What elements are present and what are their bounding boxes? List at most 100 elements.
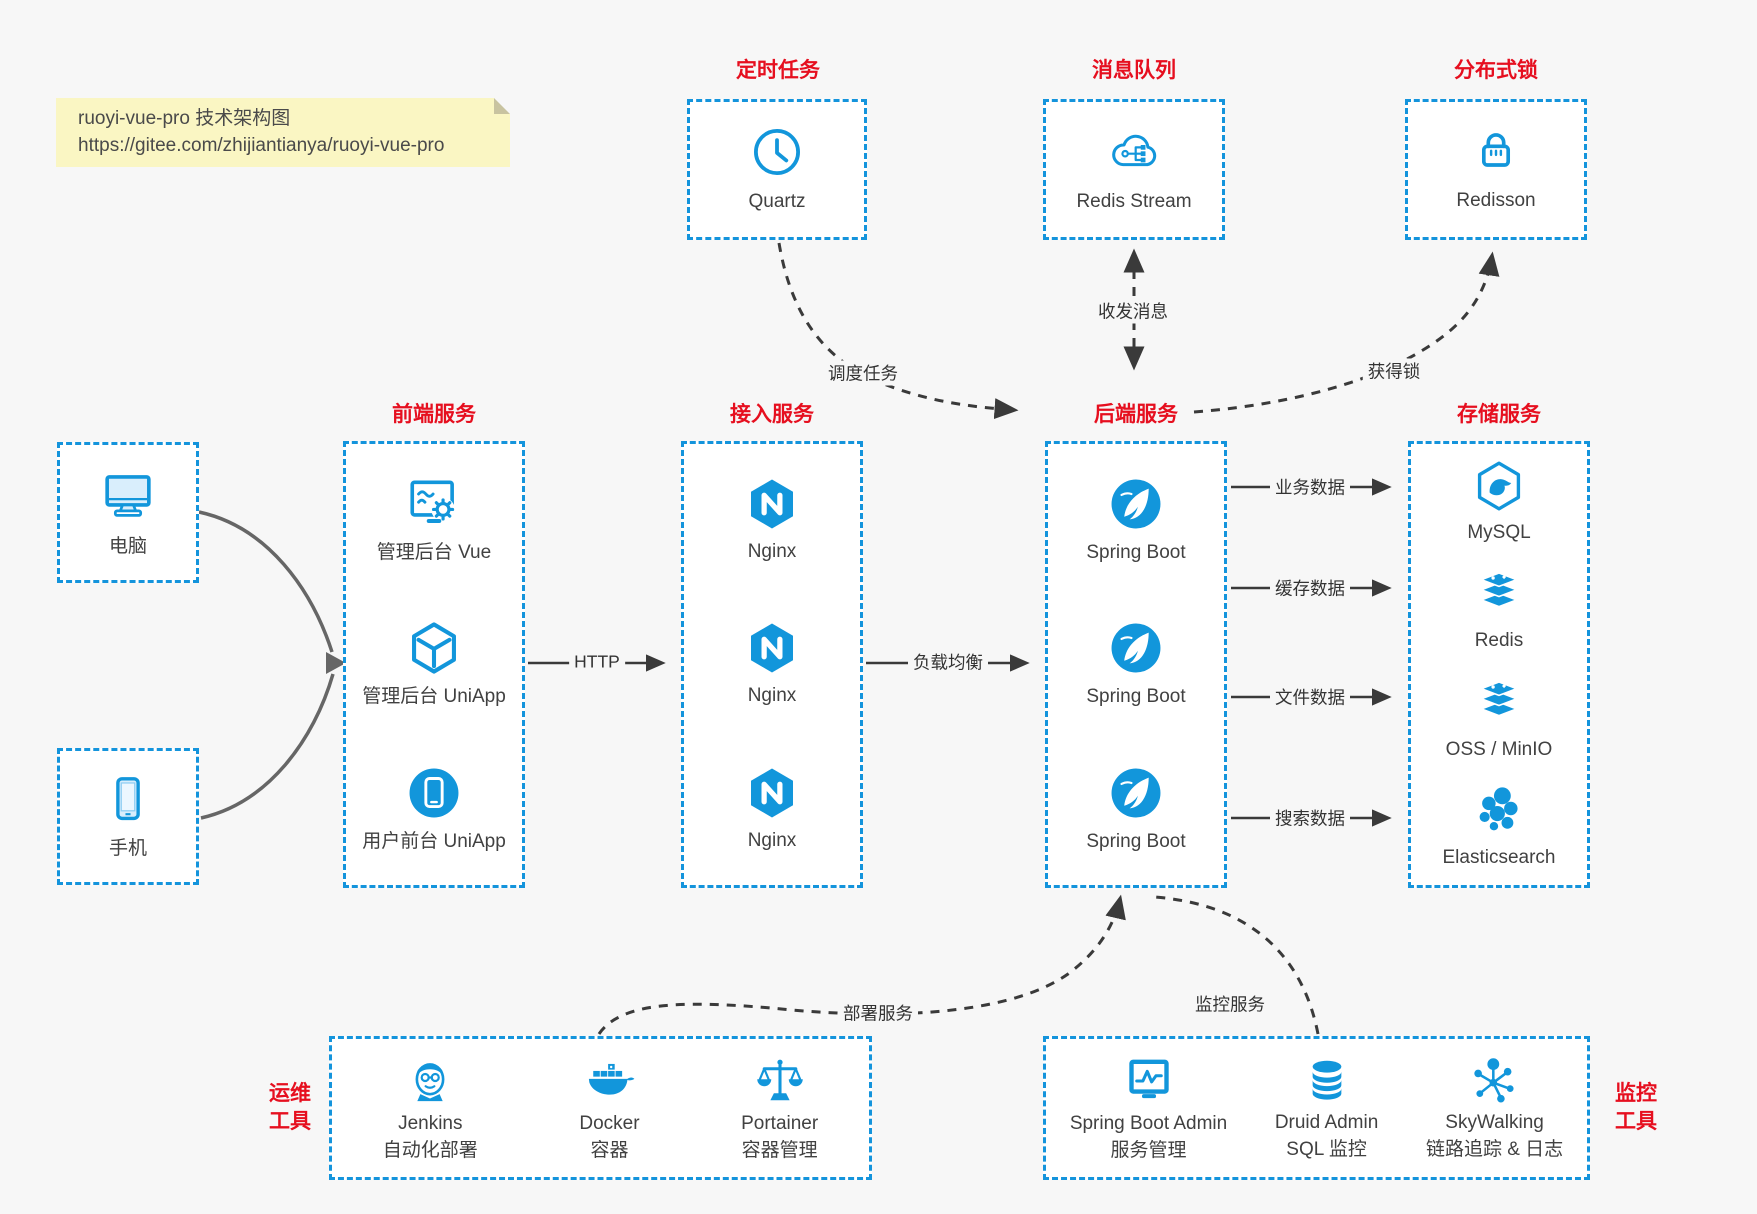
panel-backend: Spring Boot Spring Boot Spring Boot xyxy=(1045,441,1227,888)
item-desc: 容器 xyxy=(590,1140,629,1161)
nginx-icon xyxy=(751,623,793,673)
edge-acquire-lock xyxy=(1193,251,1500,414)
sba-icon xyxy=(1128,1059,1169,1099)
nginx-icon xyxy=(751,768,793,818)
edge-label-deploy: 部署服务 xyxy=(838,1000,918,1026)
item-label: MySQL xyxy=(1467,522,1531,544)
node-elasticsearch: Elasticsearch xyxy=(1443,784,1556,870)
note-title: ruoyi-vue-pro 技术架构图 xyxy=(78,108,291,129)
docker-icon xyxy=(589,1063,635,1095)
item-label: Spring Boot xyxy=(1086,542,1186,564)
edge-label-message: 收发消息 xyxy=(1093,298,1173,324)
node-user-uniapp: 用户前台 UniApp xyxy=(362,764,506,854)
item-label: 管理后台 Vue xyxy=(376,542,492,564)
group-title-monitoring: 监控 工具 xyxy=(1615,1082,1657,1133)
group-title-lock: 分布式锁 xyxy=(1454,59,1538,82)
item-name: Jenkins xyxy=(398,1113,463,1134)
user-app-icon xyxy=(409,768,459,818)
edge-monitor xyxy=(1153,895,1320,1035)
item-name: Druid Admin xyxy=(1274,1112,1379,1133)
item-label: Spring Boot xyxy=(1086,830,1186,852)
item-label: Spring Boot xyxy=(1086,686,1186,708)
panel-monitoring: Spring Boot Admin 服务管理 Druid Admin SQL 监… xyxy=(1043,1036,1590,1180)
lock-icon xyxy=(1481,133,1511,167)
spring-boot-icon xyxy=(1111,624,1161,673)
item-name: Portainer xyxy=(741,1113,819,1134)
node-spring-boot-admin: Spring Boot Admin 服务管理 xyxy=(1070,1053,1227,1163)
edge-label-file-data: 文件数据 xyxy=(1270,684,1350,710)
item-desc: 容器管理 xyxy=(741,1140,818,1161)
note-url: https://gitee.com/zhijiantianya/ruoyi-vu… xyxy=(78,135,445,156)
item-label: Redisson xyxy=(1456,190,1536,211)
edge-label-cache-data: 缓存数据 xyxy=(1270,575,1350,601)
spring-boot-icon xyxy=(1111,479,1161,529)
elasticsearch-icon xyxy=(1479,787,1518,831)
group-title-frontend: 前端服务 xyxy=(392,403,476,426)
node-mysql: MySQL xyxy=(1467,459,1531,545)
edge-phone-to-frontend xyxy=(200,673,335,820)
node-springboot-1: Spring Boot xyxy=(1086,475,1186,565)
item-name: SkyWalking xyxy=(1445,1112,1544,1133)
item-desc: 服务管理 xyxy=(1110,1140,1187,1161)
panel-storage: MySQL Redis OSS / MinIO xyxy=(1408,441,1590,888)
mysql-icon xyxy=(1477,461,1521,511)
node-admin-uniapp: 管理后台 UniApp xyxy=(362,619,506,709)
item-label: 用户前台 UniApp xyxy=(362,830,506,852)
panel-devops: Jenkins 自动化部署 Docker 容器 xyxy=(329,1036,872,1180)
panel-message-queue: Redis Stream xyxy=(1043,99,1225,240)
group-title-backend: 后端服务 xyxy=(1094,403,1178,426)
admin-vue-icon xyxy=(410,480,455,524)
item-desc: 自动化部署 xyxy=(382,1140,478,1161)
node-jenkins: Jenkins 自动化部署 xyxy=(383,1053,478,1163)
node-druid: Druid Admin SQL 监控 xyxy=(1274,1054,1379,1162)
edge-label-load-balance: 负载均衡 xyxy=(908,649,988,675)
panel-frontend: 管理后台 Vue 管理后台 UniApp 用户前台 UniApp xyxy=(343,441,525,888)
node-portainer: Portainer 容器管理 xyxy=(741,1053,818,1163)
panel-client-computer: 电脑 xyxy=(57,442,199,583)
smartphone-icon xyxy=(116,777,140,821)
item-label: 管理后台 UniApp xyxy=(362,686,506,708)
item-name: Spring Boot Admin xyxy=(1069,1113,1228,1134)
node-nginx-2: Nginx xyxy=(744,620,800,708)
edge-label-business-data: 业务数据 xyxy=(1270,474,1350,500)
node-springboot-2: Spring Boot xyxy=(1086,619,1186,709)
item-label: Nginx xyxy=(747,829,797,851)
node-skywalking: SkyWalking 链路追踪 & 日志 xyxy=(1426,1054,1563,1162)
uniapp-cube-icon xyxy=(412,622,456,675)
node-nginx-3: Nginx xyxy=(744,765,800,853)
group-title-storage: 存储服务 xyxy=(1457,403,1541,426)
node-nginx-1: Nginx xyxy=(744,476,800,564)
item-desc: SQL 监控 xyxy=(1286,1139,1367,1160)
edge-label-search-data: 搜索数据 xyxy=(1270,805,1350,831)
edge-label-http: HTTP xyxy=(569,651,625,673)
group-title-gateway: 接入服务 xyxy=(730,403,814,426)
cloud-stream-icon xyxy=(1112,134,1157,167)
edge-label-schedule: 调度任务 xyxy=(823,360,903,386)
druid-icon xyxy=(1312,1060,1341,1100)
item-label: Nginx xyxy=(747,685,797,707)
item-label: Quartz xyxy=(748,191,806,212)
jenkins-icon xyxy=(415,1063,445,1102)
clock-icon xyxy=(754,129,800,175)
item-desc: 链路追踪 & 日志 xyxy=(1425,1139,1564,1160)
edge-label-acquire-lock: 获得锁 xyxy=(1362,358,1426,384)
node-redis: Redis xyxy=(1472,567,1526,653)
node-oss-minio: OSS / MinIO xyxy=(1445,676,1553,762)
skywalking-icon xyxy=(1473,1058,1514,1103)
spring-boot-icon xyxy=(1111,768,1161,818)
sticky-note: ruoyi-vue-pro 技术架构图 https://gitee.com/zh… xyxy=(56,98,510,167)
nginx-icon xyxy=(751,479,793,529)
item-label: 手机 xyxy=(108,838,147,859)
oss-minio-icon xyxy=(1478,680,1520,717)
redis-icon xyxy=(1478,572,1520,608)
portainer-icon xyxy=(756,1059,803,1101)
group-title-devops: 运维 工具 xyxy=(269,1082,311,1133)
node-springboot-3: Spring Boot xyxy=(1086,764,1186,854)
panel-gateway: Nginx Nginx Nginx xyxy=(681,441,863,888)
item-label: OSS / MinIO xyxy=(1445,738,1553,760)
item-label: Redis xyxy=(1474,630,1524,652)
arrowhead-frontend xyxy=(326,652,346,674)
node-admin-vue: 管理后台 Vue xyxy=(377,475,491,565)
desktop-icon xyxy=(105,475,151,517)
